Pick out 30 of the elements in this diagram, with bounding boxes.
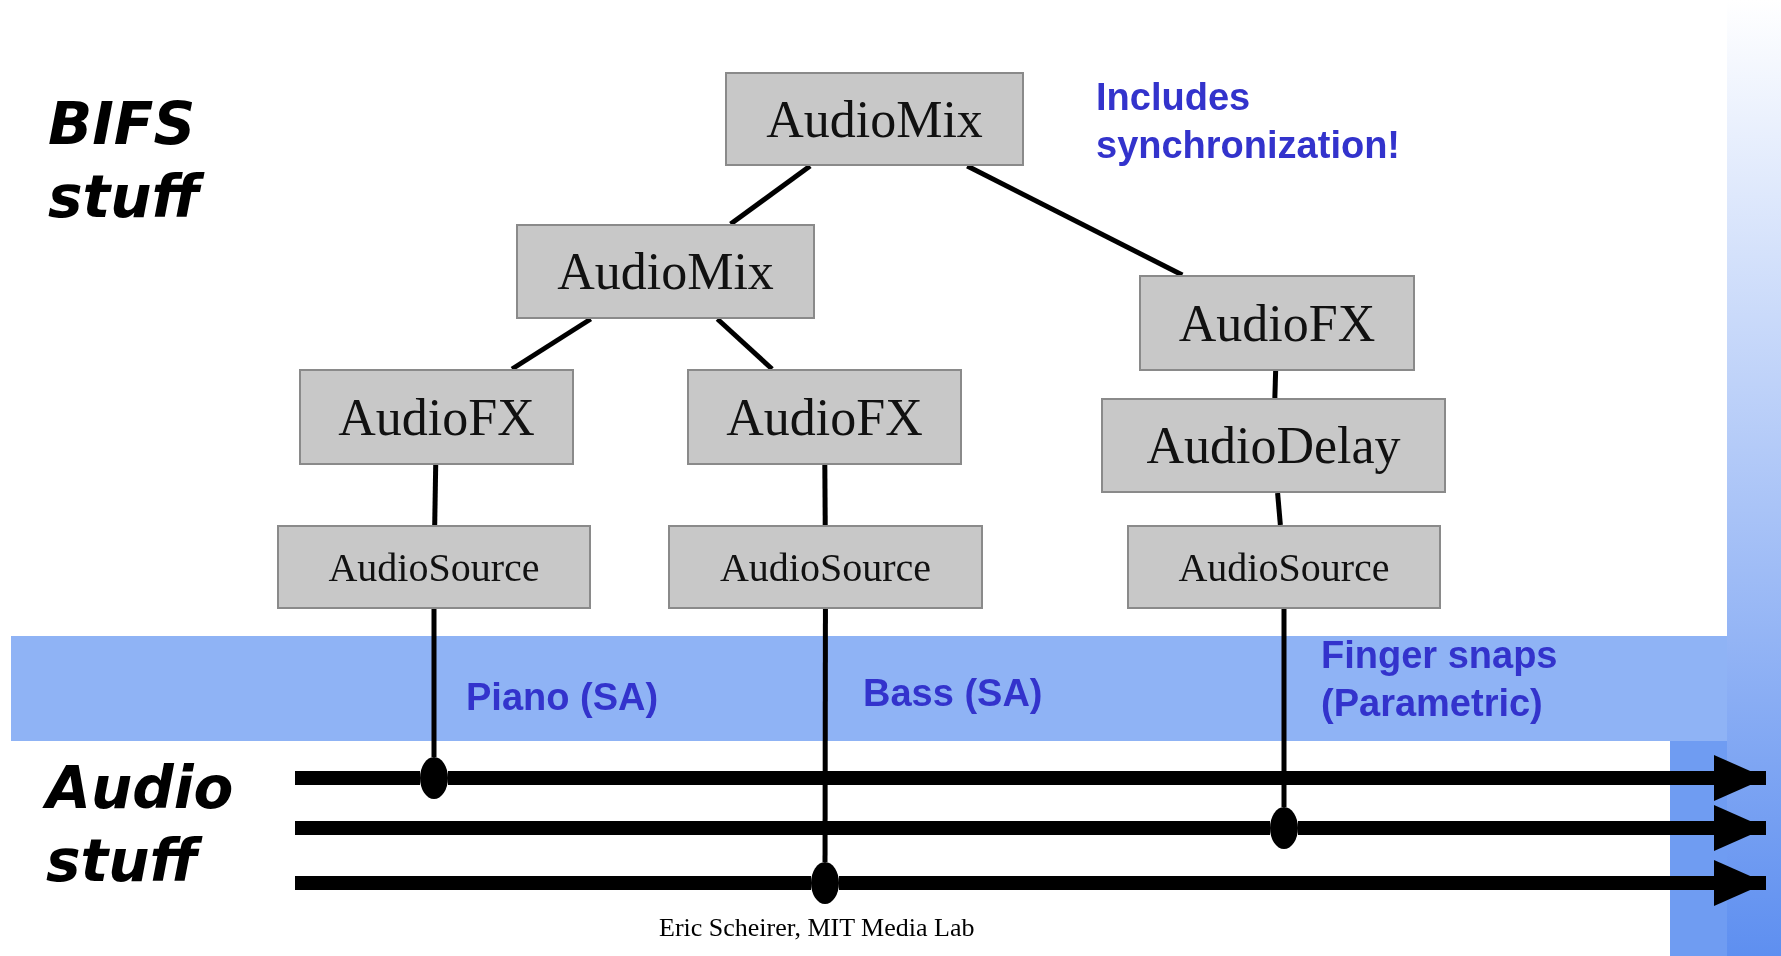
connector-line <box>1272 370 1279 399</box>
process-box: AudioFX <box>687 369 962 465</box>
credit-text: Eric Scheirer, MIT Media Lab <box>659 912 976 944</box>
side-label: BIFS stuff <box>48 88 288 233</box>
stream-label: Piano (SA) <box>466 675 660 720</box>
process-box: AudioSource <box>277 525 591 609</box>
stream-label: Bass (SA) <box>863 671 1044 716</box>
process-box: AudioSource <box>1127 525 1441 609</box>
process-box: AudioMix <box>516 224 815 319</box>
process-box: AudioDelay <box>1101 398 1446 493</box>
annotation-text: Includes synchronization! <box>1096 75 1402 168</box>
connector-line <box>715 317 774 371</box>
connector-line <box>431 609 437 757</box>
connector-line <box>432 464 439 526</box>
connector-line <box>729 164 812 226</box>
junction-dot <box>1270 807 1298 849</box>
stream-label: Finger snaps (Parametric) <box>1321 633 1559 726</box>
stream-arrow <box>1298 805 1766 851</box>
connector-line <box>1281 609 1287 807</box>
junction-dot <box>420 757 448 799</box>
junction-dot <box>811 862 839 904</box>
stream-arrow <box>839 860 1766 906</box>
connector-line <box>822 465 828 525</box>
process-box: AudioSource <box>668 525 983 609</box>
connector-line <box>1275 492 1283 526</box>
process-box: AudioFX <box>1139 275 1415 371</box>
process-box: AudioMix <box>725 72 1024 166</box>
connector-line <box>822 609 828 862</box>
stream-arrow <box>448 755 1766 801</box>
process-box: AudioFX <box>299 369 574 465</box>
